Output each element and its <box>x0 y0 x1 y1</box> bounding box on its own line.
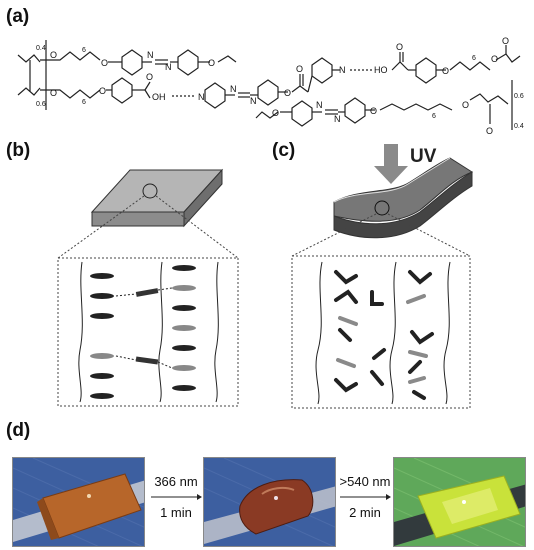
step1-time: 1 min <box>160 505 192 520</box>
gray-mesogens <box>336 294 428 384</box>
benzene-upper-1 <box>121 49 143 76</box>
benzene-lower-1 <box>111 77 133 104</box>
photo-initial-film <box>12 457 145 547</box>
atom-n: N <box>339 65 346 75</box>
magnifier-circle <box>142 183 158 199</box>
atom-o: O <box>272 108 279 118</box>
atom-o: O <box>396 42 403 52</box>
bent-mesogens <box>334 270 434 400</box>
atom-o: O <box>208 58 215 68</box>
benzene-upper-2 <box>177 49 199 76</box>
atom-n: N <box>147 50 154 60</box>
step2-wavelength: >540 nm <box>339 474 391 489</box>
uv-label: UV <box>410 146 437 167</box>
arrow-step1 <box>151 494 202 500</box>
atom-o: O <box>502 36 509 46</box>
upper-spacer <box>40 51 101 61</box>
atom-o: O <box>50 88 57 98</box>
atom-o: O <box>284 88 291 98</box>
atom-o: O <box>50 50 57 60</box>
benzene-lower-right <box>344 97 366 124</box>
atom-o: O <box>99 86 106 96</box>
flat-film-block <box>90 168 224 228</box>
atom-o: O <box>101 58 108 68</box>
lower-right-spacer <box>379 103 453 111</box>
atom-ho: HO <box>374 65 388 75</box>
schematic-diagram <box>57 144 474 409</box>
uv-arrow <box>374 144 408 184</box>
atom-n: N <box>250 96 257 106</box>
panel-label-d: (d) <box>6 420 31 441</box>
photo-irradiated-film <box>203 457 336 547</box>
atom-o: O <box>296 64 303 74</box>
bent-film <box>333 157 474 239</box>
aligned-chains <box>78 261 219 403</box>
subscript-n: 6 <box>82 47 86 54</box>
subscript-right-top: 0.6 <box>514 93 524 100</box>
subscript-n: 6 <box>472 55 476 62</box>
atom-oh: OH <box>152 92 166 102</box>
subscript-right-bottom: 0.4 <box>514 123 524 130</box>
photo-recovered-graphic <box>394 458 525 546</box>
atom-n: N <box>230 84 237 94</box>
atom-n: N <box>165 62 172 72</box>
photo-recovered-film <box>393 457 526 547</box>
panel-label-b: (b) <box>6 140 31 161</box>
atom-o: O <box>486 126 493 136</box>
subscript-bottom-left: 0.6 <box>36 101 46 108</box>
backbone-left-top <box>17 54 41 63</box>
atom-o: O <box>146 72 153 82</box>
benzene-upper-right <box>415 57 437 84</box>
upper-right-spacer <box>449 61 491 71</box>
step1-wavelength: 366 nm <box>154 474 198 489</box>
atom-n: N <box>198 92 205 102</box>
atom-o: O <box>442 66 449 76</box>
magnifier-circle <box>374 200 390 216</box>
atom-n: N <box>334 114 341 124</box>
disordered-chains <box>315 261 451 405</box>
lower-spacer <box>40 89 101 99</box>
panel-label-a: (a) <box>6 6 30 27</box>
arrow-step2 <box>340 494 391 500</box>
atom-o: O <box>491 54 498 64</box>
benzene-lower-mid <box>291 100 313 127</box>
panel-label-c: (c) <box>272 140 296 161</box>
zoom-box-c <box>291 255 471 409</box>
atom-n: N <box>316 100 323 110</box>
atom-o: O <box>370 106 377 116</box>
subscript-top-left: 0.4 <box>36 45 46 52</box>
benzene-central <box>257 79 279 106</box>
pyridine-lower <box>204 82 226 109</box>
chemical-structure-diagram: O O N N O O O OH O N N N O O N HO O O O … <box>17 36 524 136</box>
subscript-n: 6 <box>82 99 86 106</box>
photo-initial-graphic <box>13 458 144 546</box>
photo-irradiated-graphic <box>204 458 335 546</box>
zoom-box-b <box>57 257 239 407</box>
atom-o: O <box>462 100 469 110</box>
step2-time: 2 min <box>349 505 381 520</box>
aligned-mesogens <box>90 265 196 399</box>
subscript-n: 6 <box>432 113 436 120</box>
